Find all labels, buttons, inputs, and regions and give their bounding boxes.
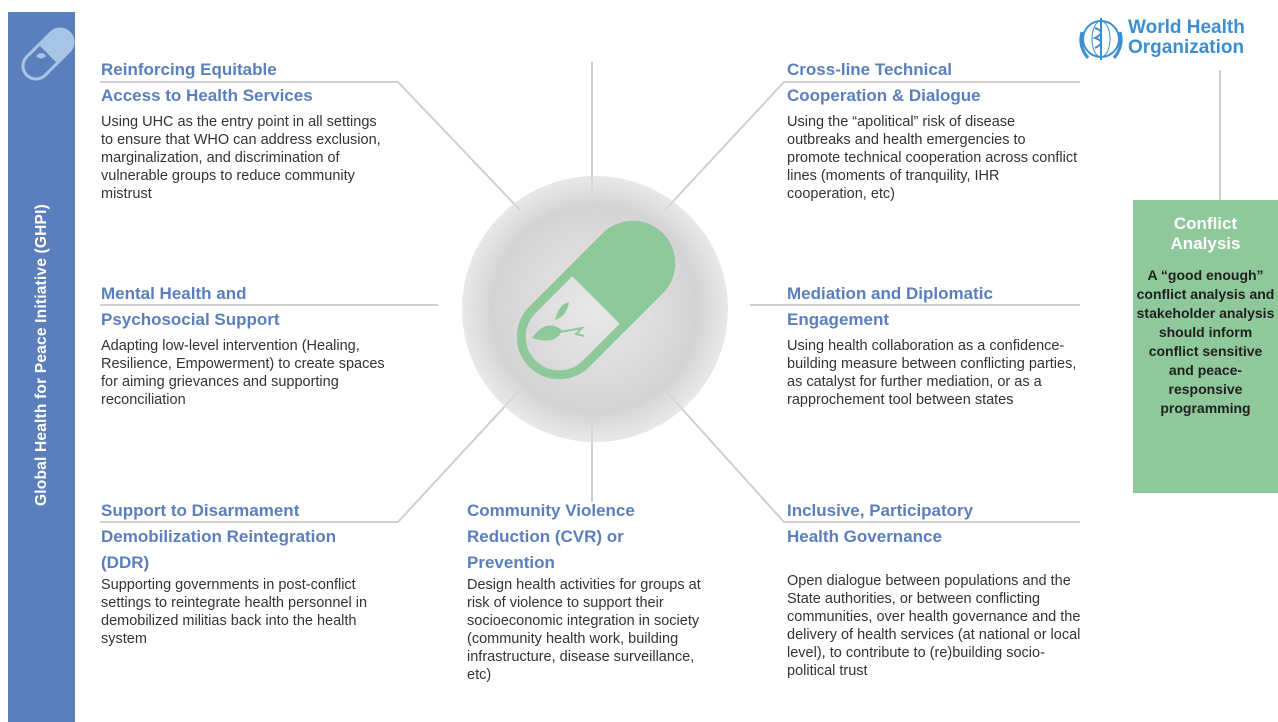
conflict-analysis-title: Conflict Analysis <box>1133 214 1278 254</box>
conflict-title-line1: Conflict <box>1173 214 1238 233</box>
section-body: Using the “apolitical” risk of disease o… <box>787 114 1078 202</box>
section-title: Reduction (CVR) or <box>467 527 624 546</box>
sidebar <box>8 12 75 722</box>
section-title: Psychosocial Support <box>101 310 280 329</box>
section-title: Cooperation & Dialogue <box>787 86 981 105</box>
who-emblem-icon <box>1079 18 1123 60</box>
who-logo-line1: World Health <box>1128 17 1245 38</box>
conflict-analysis-box: Conflict Analysis A “good enough” confli… <box>1133 200 1278 493</box>
section-title: Health Governance <box>787 527 942 546</box>
section-title: (DDR) <box>101 553 150 572</box>
who-logo-line2: Organization <box>1128 37 1245 58</box>
section-title: Reinforcing Equitable <box>101 60 277 79</box>
section-title: Cross-line Technical <box>787 60 953 79</box>
small-pill-icon <box>21 27 75 81</box>
section-title: Prevention <box>467 553 555 572</box>
section-cvr: Community Violence Reduction (CVR) or Pr… <box>467 498 717 684</box>
section-body: Using health collaboration as a confiden… <box>787 338 1077 408</box>
section-title: Community Violence <box>467 501 635 520</box>
who-logo-text: World Health Organization <box>1128 18 1245 58</box>
section-ddr: Support to Disarmament Demobilization Re… <box>101 498 401 648</box>
section-cross-line: Cross-line Technical Cooperation & Dialo… <box>787 57 1087 203</box>
center-glow <box>462 176 728 442</box>
section-equitable-access: Reinforcing Equitable Access to Health S… <box>101 57 401 203</box>
section-title: Support to Disarmament <box>101 501 300 520</box>
section-mediation: Mediation and Diplomatic Engagement Usin… <box>787 281 1087 409</box>
section-body: Design health activities for groups at r… <box>467 577 701 683</box>
section-governance: Inclusive, Participatory Health Governan… <box>787 498 1087 680</box>
section-title: Engagement <box>787 310 890 329</box>
section-title: Access to Health Services <box>101 86 313 105</box>
conflict-title-line2: Analysis <box>1170 234 1241 253</box>
section-body: Supporting governments in post-conflict … <box>101 577 368 647</box>
section-body: Using UHC as the entry point in all sett… <box>101 114 381 202</box>
section-title: Mental Health and <box>101 284 247 303</box>
section-title: Mediation and Diplomatic <box>787 284 993 303</box>
section-body: Adapting low-level intervention (Healing… <box>101 338 385 408</box>
section-title: Demobilization Reintegration <box>101 527 337 546</box>
section-body: Open dialogue between populations and th… <box>787 573 1081 679</box>
conflict-analysis-body: A “good enough” conflict analysis and st… <box>1136 267 1275 416</box>
section-title: Inclusive, Participatory <box>787 501 974 520</box>
section-mental-health: Mental Health and Psychosocial Support A… <box>101 281 401 409</box>
